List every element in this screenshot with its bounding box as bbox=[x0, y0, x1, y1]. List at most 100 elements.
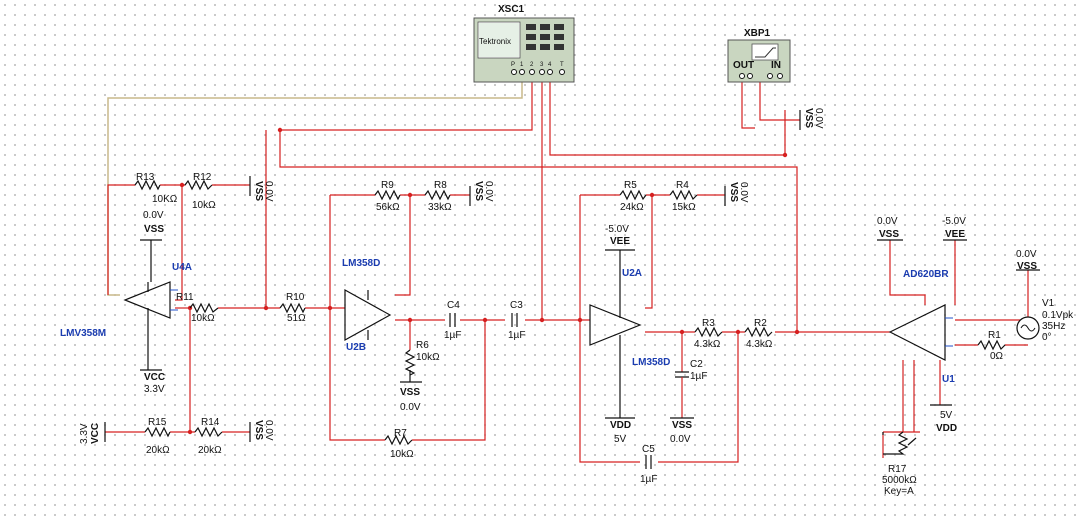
r13-value: 10KΩ bbox=[152, 194, 178, 205]
wires bbox=[105, 80, 1029, 463]
u1-vdd-voltage: 5V bbox=[940, 410, 953, 421]
scope-ch-4: 4 bbox=[548, 62, 552, 68]
u1-ref: U1 bbox=[942, 374, 955, 385]
r17-key: Key=A bbox=[884, 486, 914, 497]
r2-ref: R2 bbox=[754, 318, 767, 329]
u2a-ref: U2A bbox=[622, 268, 642, 279]
inamp-u1[interactable]: AD620BR U1 bbox=[888, 269, 955, 385]
scope-terminals[interactable] bbox=[511, 69, 565, 75]
u2a-vee-voltage: -5.0V bbox=[605, 224, 629, 235]
c5-value: 1µF bbox=[640, 474, 657, 485]
bode-out-label: OUT bbox=[733, 60, 754, 71]
u2a-vdd-name: VDD bbox=[610, 420, 631, 431]
capacitor-c4 bbox=[449, 313, 456, 327]
r2-value: 4.3kΩ bbox=[746, 339, 773, 350]
resistor-r15 bbox=[144, 426, 171, 438]
supply-symbols bbox=[104, 110, 1040, 442]
r12-ref: R12 bbox=[193, 172, 212, 183]
r9-ref: R9 bbox=[381, 180, 394, 191]
resistor-r3 bbox=[694, 326, 723, 338]
potentiometer-r17 bbox=[882, 431, 909, 455]
resistor-r4 bbox=[669, 189, 698, 201]
r6-vss-name: VSS bbox=[400, 387, 420, 398]
capacitor-c5 bbox=[645, 455, 652, 469]
r4-vss-name: VSS bbox=[728, 182, 739, 202]
r10-value: 51Ω bbox=[287, 313, 306, 324]
r8-vss-name: VSS bbox=[473, 181, 484, 201]
c3-value: 1µF bbox=[508, 330, 525, 341]
bode-plotter-xbp1[interactable]: XBP1 OUT IN bbox=[727, 28, 791, 83]
v1-vss-voltage: 0.0V bbox=[1016, 249, 1037, 260]
u4-vss-name: VSS bbox=[144, 224, 164, 235]
bode-vss-name: VSS bbox=[803, 108, 814, 128]
r15-value: 20kΩ bbox=[146, 445, 170, 456]
bode-vss-voltage: 0.0V bbox=[813, 108, 824, 129]
opamp-u2a[interactable]: U2A LM358D bbox=[589, 250, 670, 410]
v1-vss-name: VSS bbox=[1017, 261, 1037, 272]
r11-ref: R11 bbox=[176, 292, 194, 303]
c4-ref: C4 bbox=[447, 300, 460, 311]
resistor-r6 bbox=[404, 349, 416, 376]
v1-freq: 35Hz bbox=[1042, 321, 1065, 332]
r8-value: 33kΩ bbox=[428, 202, 452, 213]
scope-ch-t: T bbox=[560, 62, 564, 68]
r15-vcc-name: VCC bbox=[90, 423, 101, 444]
scope-name: XSC1 bbox=[498, 4, 525, 15]
r6-vss-voltage: 0.0V bbox=[400, 402, 421, 413]
junctions bbox=[179, 127, 1031, 435]
u2a-vee-name: VEE bbox=[610, 236, 630, 247]
r5-ref: R5 bbox=[624, 180, 637, 191]
bode-curve-icon bbox=[755, 47, 776, 58]
capacitor-c3 bbox=[511, 313, 518, 327]
r10-ref: R10 bbox=[286, 292, 305, 303]
c2-ref: C2 bbox=[690, 359, 703, 370]
r15-vcc-voltage: 3.3V bbox=[79, 423, 90, 444]
r7-ref: R7 bbox=[394, 428, 407, 439]
resistor-r2 bbox=[744, 326, 773, 338]
c5-ref: C5 bbox=[642, 444, 655, 455]
scope-ch-2: 2 bbox=[530, 62, 534, 68]
resistor-r13 bbox=[134, 179, 161, 191]
r4-ref: R4 bbox=[676, 180, 689, 191]
c2-vss-voltage: 0.0V bbox=[670, 434, 691, 445]
u4-vcc-voltage: 3.3V bbox=[144, 384, 165, 395]
r14-vss-voltage: 0.0V bbox=[263, 420, 274, 441]
scope-ch-p: P bbox=[511, 62, 515, 68]
r12-value: 10kΩ bbox=[192, 200, 216, 211]
resistors bbox=[134, 179, 1006, 455]
c2-value: 1µF bbox=[690, 371, 707, 382]
r15-ref: R15 bbox=[148, 417, 167, 428]
resistor-r8 bbox=[424, 189, 451, 201]
opamp-u2b[interactable]: LM358D U2B bbox=[342, 258, 392, 353]
u1-vss-voltage: 0.0V bbox=[877, 216, 898, 227]
opamp-u4a[interactable]: U4A LMV358M bbox=[60, 262, 192, 370]
r12-vss-voltage: 0.0V bbox=[263, 181, 274, 202]
r6-value: 10kΩ bbox=[416, 352, 440, 363]
r5-value: 24kΩ bbox=[620, 202, 644, 213]
r3-value: 4.3kΩ bbox=[694, 339, 721, 350]
r7-value: 10kΩ bbox=[390, 449, 414, 460]
r14-vss-name: VSS bbox=[253, 420, 264, 440]
resistor-r1 bbox=[977, 339, 1006, 351]
oscilloscope-xsc1[interactable]: XSC1 Tektronix P 1 2 3 4 T bbox=[473, 4, 575, 83]
c2-vss-name: VSS bbox=[672, 420, 692, 431]
capacitor-c2 bbox=[675, 371, 689, 378]
c3-ref: C3 bbox=[510, 300, 523, 311]
r1-value: 0Ω bbox=[990, 351, 1004, 362]
r14-ref: R14 bbox=[201, 417, 220, 428]
r17-value: 5000kΩ bbox=[882, 475, 917, 486]
r1-ref: R1 bbox=[988, 330, 1001, 341]
sine-wave-icon bbox=[1020, 324, 1036, 332]
ac-source-v1[interactable] bbox=[1016, 316, 1040, 340]
u2a-vdd-voltage: 5V bbox=[614, 434, 627, 445]
scope-ch-1: 1 bbox=[520, 62, 524, 68]
r14-value: 20kΩ bbox=[198, 445, 222, 456]
scope-ch-3: 3 bbox=[540, 62, 544, 68]
u4a-ref: U4A bbox=[172, 262, 192, 273]
u1-vee-name: VEE bbox=[945, 229, 965, 240]
scope-probe-wire bbox=[107, 80, 523, 296]
bode-name: XBP1 bbox=[744, 28, 771, 39]
resistor-r9 bbox=[374, 189, 401, 201]
scope-brand: Tektronix bbox=[479, 37, 511, 46]
